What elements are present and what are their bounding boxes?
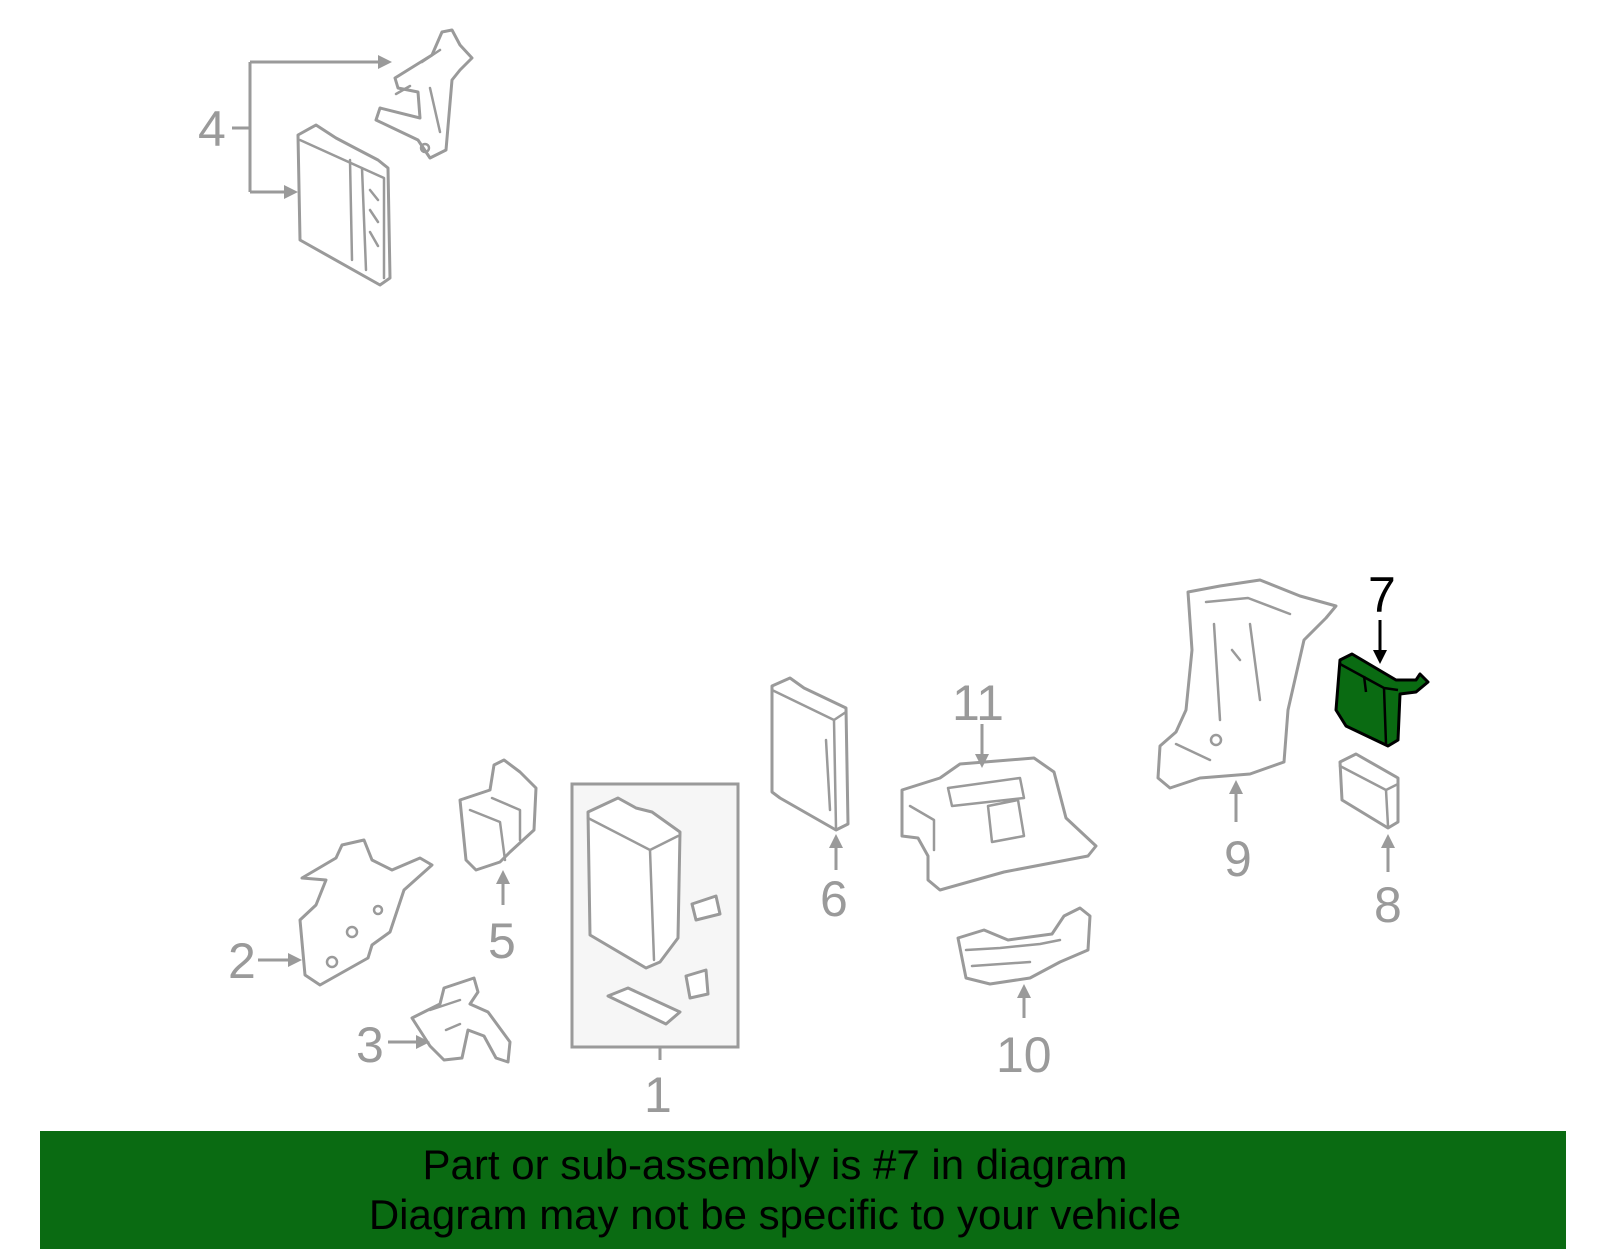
callout-3: 3 xyxy=(356,1017,430,1073)
callout-2-label: 2 xyxy=(228,933,256,989)
part-11-bracket xyxy=(900,756,1098,892)
callout-6: 6 xyxy=(820,834,848,927)
callout-4-label: 4 xyxy=(198,101,226,157)
callout-9-label: 9 xyxy=(1224,831,1252,887)
callout-7-label: 7 xyxy=(1368,567,1396,623)
part-7-module-highlighted xyxy=(1334,652,1430,748)
callout-1-label: 1 xyxy=(644,1067,672,1123)
part-2-bracket xyxy=(298,838,434,987)
callout-10: 10 xyxy=(996,984,1052,1083)
part-8-module xyxy=(1338,752,1400,830)
callout-3-label: 3 xyxy=(356,1017,384,1073)
parts-diagram: 4 2 3 5 1 xyxy=(198,28,1430,1123)
part-6-module xyxy=(770,676,850,832)
part-10-tray xyxy=(956,906,1092,986)
callout-5-label: 5 xyxy=(488,913,516,969)
banner-line-disclaimer: Diagram may not be specific to your vehi… xyxy=(368,1191,1182,1238)
callout-11-label: 11 xyxy=(952,675,1004,731)
callout-2: 2 xyxy=(228,933,302,989)
part-9-bracket xyxy=(1156,578,1338,790)
footer-banner: Part or sub-assembly is #7 in diagram Di… xyxy=(40,1131,1566,1249)
callout-5: 5 xyxy=(488,870,516,969)
callout-7: 7 xyxy=(1368,567,1396,664)
part-3-bracket xyxy=(410,976,512,1064)
part-4-bracket xyxy=(374,28,474,160)
callout-6-label: 6 xyxy=(820,871,848,927)
part-5-relay-bracket xyxy=(458,758,538,872)
callout-4: 4 xyxy=(198,55,392,199)
callout-8-label: 8 xyxy=(1374,877,1402,933)
callout-11: 11 xyxy=(952,675,1004,768)
callout-10-label: 10 xyxy=(996,1027,1052,1083)
banner-line-part-info: Part or sub-assembly is #7 in diagram xyxy=(422,1141,1128,1188)
part-1-junction-block xyxy=(570,782,740,1049)
part-4-module xyxy=(296,123,392,287)
callout-8: 8 xyxy=(1374,834,1402,933)
callout-9: 9 xyxy=(1224,780,1252,887)
callout-1: 1 xyxy=(644,1048,672,1123)
